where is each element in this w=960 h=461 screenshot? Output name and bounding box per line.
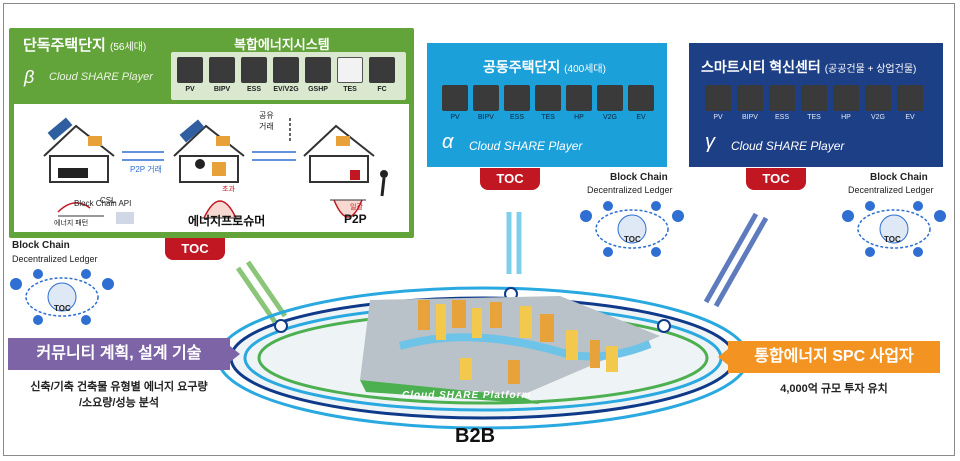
houses-svg bbox=[43, 117, 388, 224]
toc-badge-single: TOC bbox=[165, 238, 225, 260]
arrow-green bbox=[235, 266, 278, 324]
p2p-title: P2P bbox=[344, 212, 367, 226]
house-2-icon bbox=[173, 119, 245, 183]
blockchain-network-icon bbox=[580, 201, 684, 257]
arrow-navy bbox=[703, 212, 759, 304]
icon-label: BIPV bbox=[213, 86, 231, 93]
icon-label: EV bbox=[636, 114, 646, 121]
house-3-icon bbox=[303, 124, 388, 197]
blockchain-sub-center: Decentralized Ledger bbox=[587, 185, 673, 195]
energy-pattern-label: 에너지 패턴 bbox=[54, 220, 89, 227]
apartment-panel: 공동주택단지 (400세대) PV BIPV ESS TES HP V2G EV… bbox=[427, 43, 667, 167]
single-house-title: 단독주택단지 (56세대) bbox=[23, 37, 147, 54]
icon-label: TES bbox=[541, 114, 555, 121]
blockchain-network-icon bbox=[10, 269, 114, 325]
prosumer-label: 에너지프로슈머 bbox=[188, 214, 266, 228]
single-house-panel: 단독주택단지 (56세대) β Cloud SHARE Player 복합에너지… bbox=[9, 28, 414, 238]
apartment-title: 공동주택단지 (400세대) bbox=[483, 59, 606, 75]
tes-icon bbox=[337, 57, 363, 83]
blockchain-title-right: Block Chain bbox=[870, 172, 928, 183]
network-toc-label: TOC bbox=[624, 235, 641, 244]
icon-label: TES bbox=[807, 114, 821, 121]
icon-label: EV bbox=[905, 114, 915, 121]
toc-badge-smartcity: TOC bbox=[746, 168, 806, 190]
cloud-share-player-label: Cloud SHARE Player bbox=[731, 139, 845, 153]
bipv-icon bbox=[737, 85, 763, 111]
fc-icon bbox=[369, 57, 395, 83]
blockchain-sub-right: Decentralized Ledger bbox=[848, 185, 934, 195]
icon-label: PV bbox=[713, 114, 723, 121]
hp-icon bbox=[566, 85, 592, 111]
blockchain-sub-left: Decentralized Ledger bbox=[12, 254, 98, 264]
spc-operator-box: 통합에너지 SPC 사업자 bbox=[728, 341, 940, 373]
icon-label: FC bbox=[377, 86, 387, 93]
csl-label: CSL bbox=[100, 196, 116, 205]
hp-icon bbox=[833, 85, 859, 111]
pv-icon bbox=[442, 85, 468, 111]
block-chain-api-label: Block Chain API bbox=[74, 199, 132, 208]
ev-icon bbox=[628, 85, 654, 111]
beta-symbol: β bbox=[24, 67, 35, 87]
v2g-icon bbox=[597, 85, 623, 111]
tes-icon bbox=[801, 85, 827, 111]
icon-label: HP bbox=[574, 114, 584, 121]
icon-label: ESS bbox=[774, 114, 789, 121]
blockchain-title-left: Block Chain bbox=[12, 240, 70, 251]
smartcity-panel: 스마트시티 혁신센터 (공공건물 + 상업건물) PV BIPV ESS TES… bbox=[689, 43, 943, 167]
network-toc-label: TOC bbox=[54, 304, 71, 313]
ess-icon bbox=[769, 85, 795, 111]
surplus-label: 초과 bbox=[222, 186, 235, 193]
icon-label: ESS bbox=[246, 86, 261, 93]
community-desc-2: /소요량/성능 분석 bbox=[78, 397, 159, 409]
b2b-label: B2B bbox=[455, 425, 496, 447]
house-illustration-area: 공유 거래 P2P 거래 CSL Block Chain API 에너지 패턴 … bbox=[14, 104, 409, 232]
icon-label: GSHP bbox=[308, 86, 328, 93]
community-planning-box: 커뮤니티 계획, 설계 기술 bbox=[8, 338, 230, 370]
community-desc-1: 신축/기축 건축물 유형별 에너지 요구량 bbox=[30, 381, 208, 393]
p2p-trade-label: P2P 거래 bbox=[130, 165, 162, 174]
gshp-icon bbox=[305, 57, 331, 83]
icon-label: ESS bbox=[509, 114, 524, 121]
icon-label: TES bbox=[343, 86, 357, 93]
triangle-right-icon bbox=[230, 346, 240, 362]
gamma-symbol: γ bbox=[705, 131, 715, 153]
icon-label: PV bbox=[185, 86, 195, 93]
smartcity-title: 스마트시티 혁신센터 (공공건물 + 상업건물) bbox=[701, 59, 917, 75]
complex-energy-system-title: 복합에너지시스템 bbox=[234, 37, 330, 52]
ess-icon bbox=[504, 85, 530, 111]
spc-desc: 4,000억 규모 투자 유치 bbox=[780, 383, 888, 395]
bipv-icon bbox=[209, 57, 235, 83]
share-trade-label: 공유 거래 bbox=[259, 111, 274, 131]
alpha-symbol: α bbox=[442, 131, 454, 153]
v2g-icon bbox=[865, 85, 891, 111]
bipv-icon bbox=[473, 85, 499, 111]
house-1-icon bbox=[43, 117, 115, 183]
tes-icon bbox=[535, 85, 561, 111]
pv-icon bbox=[177, 57, 203, 83]
energy-system-icons: PV BIPV ESS EV/V2G GSHP TES FC bbox=[171, 52, 406, 100]
toc-badge-apartment: TOC bbox=[480, 168, 540, 190]
platform-label: Cloud SHARE Platform bbox=[402, 390, 532, 401]
deficit-label: 일괄 bbox=[350, 204, 363, 211]
icon-label: V2G bbox=[870, 114, 885, 121]
blockchain-network-icon bbox=[842, 201, 946, 257]
icon-label: PV bbox=[450, 114, 460, 121]
blockchain-title-center: Block Chain bbox=[610, 172, 668, 183]
outer-frame bbox=[3, 3, 955, 456]
icon-label: HP bbox=[841, 114, 851, 121]
cloud-share-player-label: Cloud SHARE Player bbox=[49, 71, 153, 83]
cloud-share-player-label: Cloud SHARE Player bbox=[469, 139, 583, 153]
ev-v2g-icon bbox=[273, 57, 299, 83]
network-toc-label: TOC bbox=[884, 235, 901, 244]
ess-icon bbox=[241, 57, 267, 83]
triangle-left-icon bbox=[718, 349, 728, 365]
ev-icon bbox=[897, 85, 923, 111]
pv-icon bbox=[705, 85, 731, 111]
icon-label: EV/V2G bbox=[273, 86, 299, 93]
icon-label: BIPV bbox=[742, 114, 758, 121]
icon-label: V2G bbox=[602, 114, 617, 121]
icon-label: BIPV bbox=[478, 114, 494, 121]
